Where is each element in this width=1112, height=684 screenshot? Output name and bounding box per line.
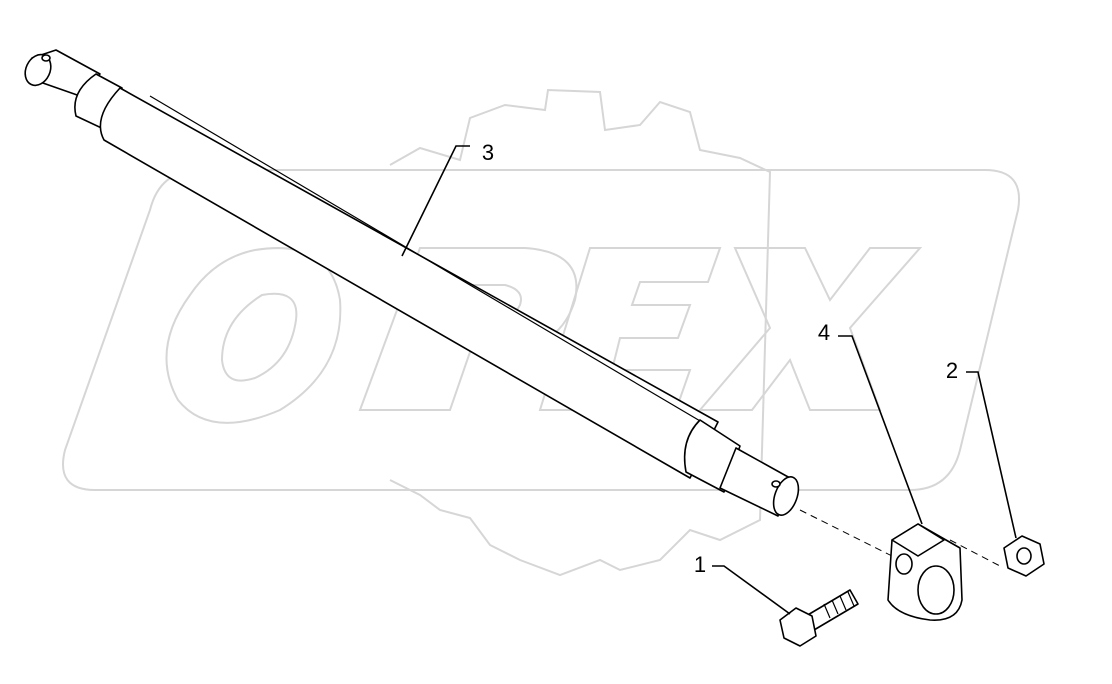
bolt-thread — [823, 591, 855, 619]
shaft-right-pin-hole — [771, 480, 781, 488]
leader-3 — [401, 145, 470, 257]
callout-1: 1 — [694, 552, 706, 577]
clamp-bore — [917, 565, 955, 615]
nut-hole — [1016, 547, 1032, 565]
bolt-part-1 — [779, 589, 859, 647]
gear-outline — [389, 88, 772, 577]
watermark-letter-o — [165, 247, 342, 424]
callout-2: 2 — [946, 358, 958, 383]
leader-4 — [838, 335, 923, 525]
shaft-right-pin-face — [772, 476, 800, 516]
bolt-head — [779, 607, 817, 647]
clamp-bolt-hole — [895, 553, 913, 575]
shaft-tube-highlight — [149, 95, 713, 429]
shaft-tube — [99, 87, 719, 479]
clamp-part-4 — [887, 523, 963, 621]
shaft-right-pin — [719, 447, 791, 517]
clamp-lug — [891, 523, 945, 557]
watermark-letters — [165, 247, 923, 424]
leader-1 — [712, 565, 791, 615]
callout-4: 4 — [818, 320, 830, 345]
opex-watermark — [62, 88, 1020, 577]
callout-3: 3 — [482, 140, 494, 165]
nut-part-2 — [1003, 535, 1045, 577]
shaft-left-pin-hole — [41, 54, 51, 62]
leader-2 — [966, 371, 1017, 539]
shaft-part-3 — [24, 49, 800, 517]
leader-lines — [401, 145, 1017, 615]
assembly-axis-line — [799, 509, 1001, 567]
watermark-letter-x — [697, 247, 923, 411]
